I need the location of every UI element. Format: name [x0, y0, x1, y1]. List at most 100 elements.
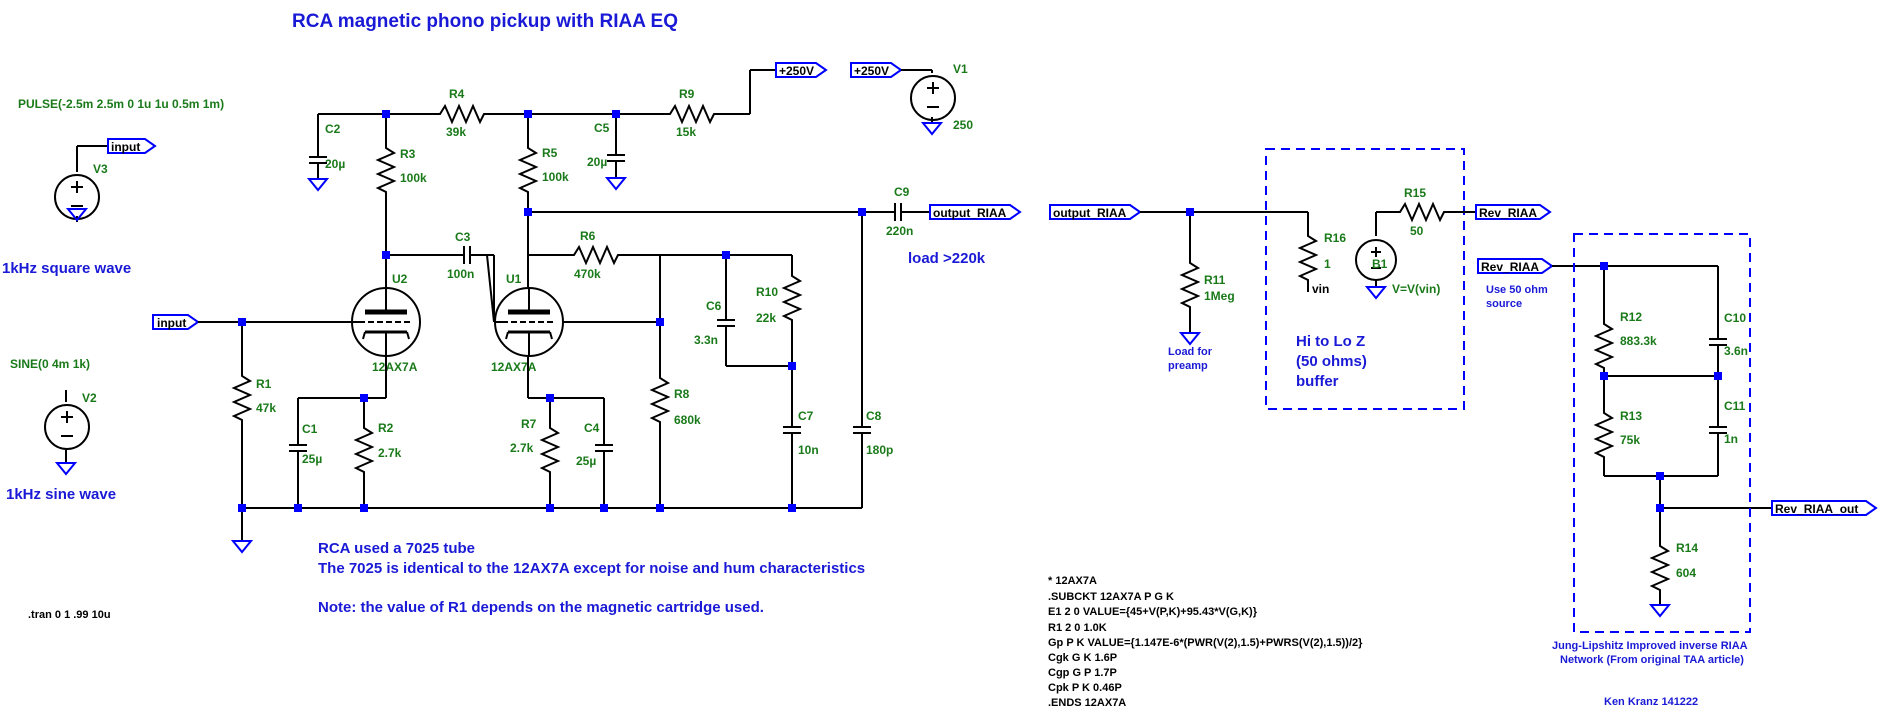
- c11-value: 1n: [1724, 432, 1738, 446]
- ground-icon: [56, 462, 76, 475]
- r4-ref: R4: [449, 87, 465, 101]
- r3-value: 100k: [400, 171, 427, 185]
- c2-ref: C2: [325, 122, 341, 136]
- r10-value: 22k: [756, 311, 776, 325]
- flag-output-riaa: output_RIAA: [933, 206, 1007, 220]
- c1-ref: C1: [302, 422, 318, 436]
- svg-text:.ENDS 12AX7A: .ENDS 12AX7A: [1048, 697, 1126, 709]
- c9-value: 220n: [886, 224, 913, 238]
- c5-value: 20µ: [587, 155, 607, 169]
- c4-value: 25µ: [576, 454, 596, 468]
- r1-ref: R1: [256, 377, 272, 391]
- r5-ref: R5: [542, 146, 558, 160]
- buffer-note-line1: Hi to Lo Z: [1296, 333, 1365, 350]
- rca-note-line1: RCA used a 7025 tube: [318, 540, 475, 557]
- c5-ref: C5: [594, 121, 610, 135]
- buffer-note-line3: buffer: [1296, 373, 1339, 390]
- r5-value: 100k: [542, 170, 569, 184]
- v3-spec: PULSE(-2.5m 2.5m 0 1u 1u 0.5m 1m): [18, 97, 224, 111]
- svg-text:R1 2 0 1.0K: R1 2 0 1.0K: [1048, 622, 1107, 634]
- v3-note: 1kHz square wave: [2, 260, 131, 277]
- b1-expr: V=V(vin): [1392, 282, 1440, 296]
- load-note: load >220k: [908, 250, 986, 267]
- r8-value: 680k: [674, 413, 701, 427]
- svg-text:* 12AX7A: * 12AX7A: [1048, 575, 1097, 587]
- svg-text:Cgk G K 1.6P: Cgk G K 1.6P: [1048, 652, 1117, 664]
- schematic-title: RCA magnetic phono pickup with RIAA EQ: [292, 11, 678, 32]
- r10-ref: R10: [756, 285, 778, 299]
- tube-u2: [352, 288, 420, 356]
- r12-ref: R12: [1620, 310, 1642, 324]
- v2-spec: SINE(0 4m 1k): [10, 357, 90, 371]
- r13-ref: R13: [1620, 409, 1642, 423]
- c9-ref: C9: [894, 185, 910, 199]
- author-note: Ken Kranz 141222: [1604, 696, 1698, 708]
- rca-note-line4: Note: the value of R1 depends on the mag…: [318, 599, 764, 616]
- vin-net-label: vin: [1312, 282, 1329, 296]
- flag-plus250-v1: +250V: [854, 64, 889, 78]
- c8-value: 180p: [866, 443, 893, 457]
- r15-value: 50: [1410, 224, 1424, 238]
- flag-input: input: [157, 316, 186, 330]
- r13-value: 75k: [1620, 433, 1640, 447]
- junction-dots: [238, 110, 866, 512]
- source-note-line1: Use 50 ohm: [1486, 284, 1548, 296]
- c8-ref: C8: [866, 409, 882, 423]
- flag-plus250-rail: +250V: [779, 64, 814, 78]
- r6-value: 470k: [574, 267, 601, 281]
- u1-model: 12AX7A: [491, 360, 537, 374]
- r3-ref: R3: [400, 147, 416, 161]
- r6-ref: R6: [580, 229, 596, 243]
- v2-ref: V2: [82, 391, 97, 405]
- flag-rev-riaa-in: Rev_RIAA: [1481, 260, 1539, 274]
- r11-ref: R11: [1204, 273, 1226, 287]
- r4-value: 39k: [446, 125, 466, 139]
- inverse-riaa-network: [1477, 233, 1878, 633]
- jung-note-line1: Jung-Lipshitz Improved inverse RIAA: [1552, 640, 1748, 652]
- b1-ref: B1: [1372, 257, 1388, 271]
- c7-ref: C7: [798, 409, 814, 423]
- source-v2: SINE(0 4m 1k) V2 1kHz sine wave: [6, 357, 116, 503]
- svg-text:Cpk P K 0.46P: Cpk P K 0.46P: [1048, 682, 1122, 694]
- v3-ref: V3: [93, 162, 108, 176]
- buffer-section: [1049, 148, 1552, 410]
- c6-ref: C6: [706, 299, 722, 313]
- r9-value: 15k: [676, 125, 696, 139]
- source-v3: PULSE(-2.5m 2.5m 0 1u 1u 0.5m 1m) V3 inp…: [2, 97, 224, 277]
- load-preamp-line2: preamp: [1168, 360, 1208, 372]
- flag-input-v3: input: [111, 140, 140, 154]
- flag-output-riaa-in: output_RIAA: [1053, 206, 1127, 220]
- r2-ref: R2: [378, 421, 394, 435]
- r9-ref: R9: [679, 87, 695, 101]
- c10-value: 3.6n: [1724, 344, 1748, 358]
- svg-text:E1 2 0 VALUE={45+V(P,K)+95.: E1 2 0 VALUE={45+V(P,K)+95.43*V(G,K)}: [1048, 606, 1258, 618]
- r1-value: 47k: [256, 401, 276, 415]
- c6-value: 3.3n: [694, 333, 718, 347]
- flag-rev-riaa-out-buffer: Rev_RIAA: [1479, 206, 1537, 220]
- svg-text:Gp P K VALUE={1.147E-6*(PWR: Gp P K VALUE={1.147E-6*(PWR(V(2),1.5)+PW…: [1048, 637, 1363, 649]
- r2-value: 2.7k: [378, 446, 402, 460]
- u2-model: 12AX7A: [372, 360, 418, 374]
- c4-ref: C4: [584, 421, 600, 435]
- flag-rev-riaa-out: Rev_RIAA_out: [1775, 502, 1858, 516]
- tube-u1: [495, 288, 563, 356]
- c11-ref: C11: [1724, 399, 1746, 413]
- tran-directive: .tran 0 1 .99 10u: [28, 609, 111, 621]
- c2-value: 20µ: [325, 157, 345, 171]
- source-v1: [850, 62, 956, 135]
- r11-value: 1Meg: [1204, 289, 1235, 303]
- v1-value: 250: [953, 118, 973, 132]
- rca-note-line2: The 7025 is identical to the 12AX7A exce…: [318, 560, 865, 577]
- c1-value: 25µ: [302, 452, 322, 466]
- subckt-directive: * 12AX7A .SUBCKT 12AX7A P G K E1 2 0 VAL…: [1048, 575, 1363, 709]
- v1-ref: V1: [953, 62, 968, 76]
- r15-ref: R15: [1404, 186, 1426, 200]
- v2-note: 1kHz sine wave: [6, 486, 116, 503]
- c3-ref: C3: [455, 230, 471, 244]
- r12-value: 883.3k: [1620, 334, 1657, 348]
- r14-value: 604: [1676, 566, 1696, 580]
- input-wiring: input: [152, 314, 862, 553]
- buffer-note-line2: (50 ohms): [1296, 353, 1367, 370]
- load-preamp-line1: Load for: [1168, 346, 1213, 358]
